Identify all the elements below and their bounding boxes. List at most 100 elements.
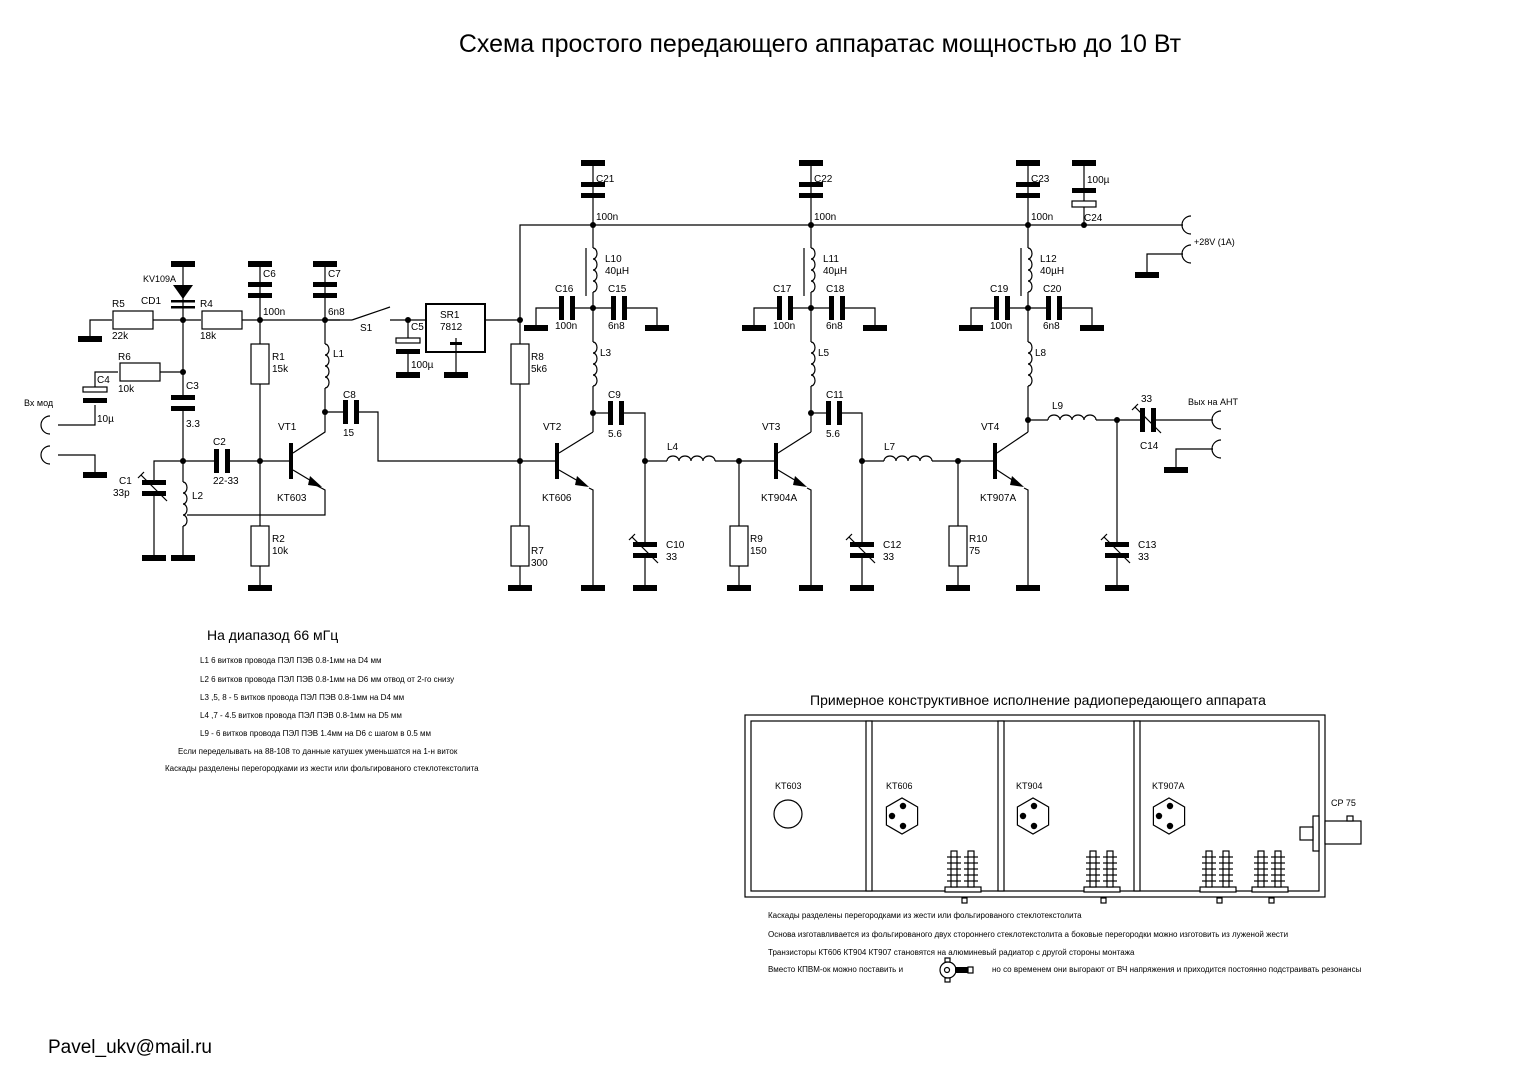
- c7-label: C7: [328, 269, 341, 280]
- transistor-flange-kt606: [885, 797, 919, 835]
- power-switch-regulator: S1 C5 100µ SR1 7812: [325, 303, 523, 378]
- switch-s1[interactable]: [351, 306, 391, 321]
- connector-label: CP 75: [1331, 798, 1356, 808]
- capacitor-c20: [1046, 296, 1062, 320]
- c22-label: C22: [814, 174, 833, 185]
- c4-value: 10µ: [97, 414, 114, 425]
- c16-label: C16: [555, 284, 574, 295]
- transistor-vt2: [555, 443, 559, 479]
- coil-note-footer: Каскады разделены перегородками из жести…: [165, 764, 479, 773]
- l12-label: L12: [1040, 254, 1057, 265]
- construction-note: Каскады разделены перегородками из жести…: [768, 911, 1082, 920]
- c21-value: 100n: [596, 212, 618, 223]
- resistor-r4: [201, 310, 243, 330]
- l11-label: L11: [823, 254, 839, 265]
- c6-value: 100n: [263, 307, 285, 318]
- c10-label: C10: [666, 540, 685, 551]
- coil-note-line: L9 - 6 витков провода ПЭЛ ПЭВ 1.4мм на D…: [200, 729, 431, 738]
- antenna-jack[interactable]: [1211, 410, 1222, 430]
- c5-label: C5: [411, 322, 424, 333]
- transistor-flange-kt907a: [1152, 797, 1186, 835]
- trim-arrow: [845, 533, 876, 564]
- mod-input-jack[interactable]: [40, 415, 51, 435]
- c16-value: 100n: [555, 321, 577, 332]
- trimmer-pair: [1083, 850, 1121, 904]
- c3-label: C3: [186, 381, 199, 392]
- cd1-label: CD1: [141, 296, 161, 307]
- compartment-label: KT606: [886, 781, 913, 791]
- l11-value: 40µH: [823, 266, 847, 277]
- ground-icon: [1016, 585, 1040, 591]
- oscillator-stage: Вх мод C4 10µ R6 10k R5 22k KV109A CD1: [24, 261, 555, 591]
- coil-note-line: L1 6 витков провода ПЭЛ ПЭВ 0.8-1мм на D…: [200, 656, 381, 665]
- antenna-ground-jack[interactable]: [1211, 439, 1222, 459]
- c18-value: 6n8: [826, 321, 843, 332]
- resistor-r10: [948, 525, 968, 567]
- compartment-label: KT907A: [1152, 781, 1185, 791]
- trimmer-pair: [1199, 850, 1237, 904]
- ground-icon: [1080, 325, 1104, 331]
- coil-notes: На диапазод 66 мГц L1 6 витков провода П…: [165, 627, 479, 773]
- varicap-diode-cd1: [173, 285, 193, 299]
- resistor-r2: [250, 525, 270, 567]
- cd1-part: KV109A: [143, 274, 176, 284]
- vt2-part: KT606: [542, 493, 572, 504]
- ground-icon: [799, 585, 823, 591]
- s1-label: S1: [360, 323, 373, 334]
- c15-value: 6n8: [608, 321, 625, 332]
- r6-label: R6: [118, 352, 131, 363]
- compartment-label: KT904: [1016, 781, 1043, 791]
- c24-value: 100µ: [1087, 175, 1110, 186]
- transistor-vt4: [993, 443, 997, 479]
- ground-icon: [727, 585, 751, 591]
- c8-value: 15: [343, 428, 355, 439]
- transistor-vt3: [774, 443, 778, 479]
- r7-label: R7: [531, 546, 544, 557]
- capacitor-c16: [559, 296, 575, 320]
- vt4-part: KT907A: [980, 493, 1016, 504]
- vt2-label: VT2: [543, 422, 562, 433]
- inductor-l9: [1047, 414, 1097, 421]
- construction-note: но со временем они выгорают от ВЧ напряж…: [992, 965, 1362, 974]
- l8-label: L8: [1035, 348, 1047, 359]
- resistor-r5: [112, 310, 154, 330]
- construction-heading: Примерное конструктивное исполнение ради…: [810, 692, 1266, 708]
- coil-note-line: L3 ,5, 8 - 5 витков провода ПЭЛ ПЭВ 0.8-…: [200, 693, 404, 702]
- transistor-flange-kt904: [1016, 797, 1050, 835]
- inductor-l1: [324, 343, 330, 389]
- l10-value: 40µH: [605, 266, 629, 277]
- ground-icon: [171, 555, 195, 561]
- r8-label: R8: [531, 352, 544, 363]
- c1-label: C1: [119, 476, 132, 487]
- l1-label: L1: [333, 349, 345, 360]
- inductor-l3: [592, 341, 598, 387]
- c11-label: C11: [826, 390, 844, 401]
- c3-value: 3.3: [186, 419, 200, 430]
- r2-value: 10k: [272, 546, 289, 557]
- c18-label: C18: [826, 284, 845, 295]
- trimmer-pair: [1251, 850, 1289, 904]
- ground-icon: [142, 555, 166, 561]
- r5-label: R5: [112, 299, 125, 310]
- c1-value: 33p: [113, 488, 130, 499]
- ground-icon: [863, 325, 887, 331]
- c8-label: C8: [343, 390, 356, 401]
- power-jack[interactable]: [1181, 215, 1192, 235]
- c21-label: C21: [596, 174, 615, 185]
- c10-value: 33: [666, 552, 678, 563]
- r7-value: 300: [531, 558, 548, 569]
- inductor-l5: [810, 341, 816, 387]
- c6-label: C6: [263, 269, 276, 280]
- ground-icon: [581, 585, 605, 591]
- mod-ground-jack[interactable]: [40, 445, 51, 465]
- r6-value: 10k: [118, 384, 135, 395]
- air-trimmer-icon: [939, 957, 974, 983]
- power-ground-jack[interactable]: [1181, 244, 1192, 264]
- r2-label: R2: [272, 534, 285, 545]
- ground-icon: [1164, 467, 1188, 473]
- c12-label: C12: [883, 540, 902, 551]
- inductor-l8: [1027, 341, 1033, 387]
- partition: [865, 720, 873, 892]
- capacitor-c17: [777, 296, 793, 320]
